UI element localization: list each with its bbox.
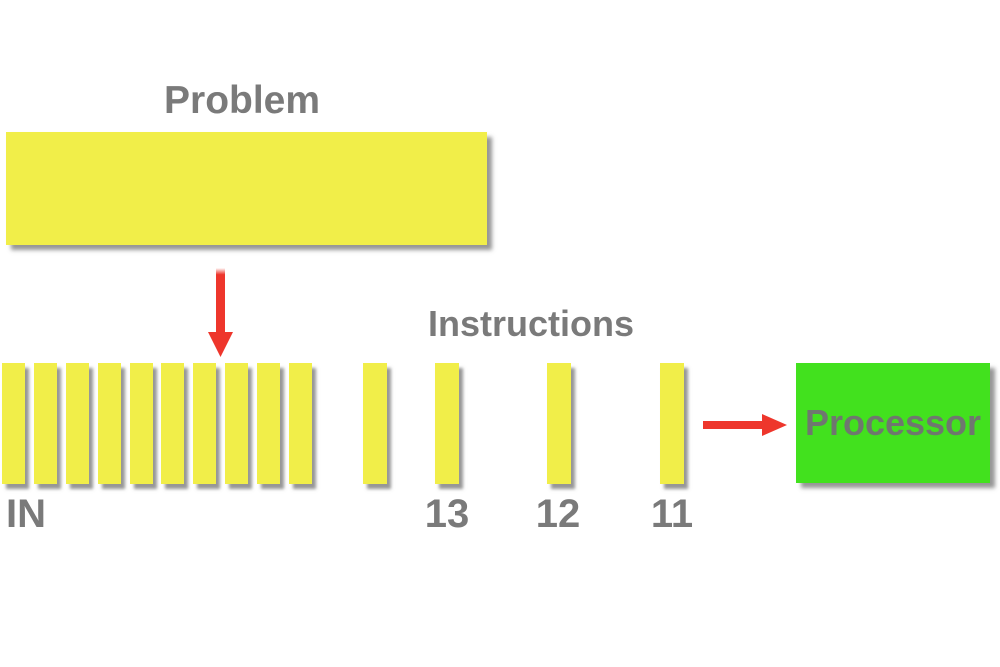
instruction-bar-11 (660, 363, 684, 484)
instruction-bar (289, 363, 312, 484)
instruction-bar (193, 363, 216, 484)
down-arrow-shape (208, 268, 233, 357)
right-arrow-icon (703, 414, 787, 436)
instruction-bar (130, 363, 153, 484)
instructions-label: Instructions (428, 303, 635, 344)
instruction-bar (257, 363, 280, 484)
problem-label: Problem (164, 79, 321, 122)
problem-box (6, 132, 487, 245)
instruction-bar (98, 363, 121, 484)
down-arrow-icon (208, 268, 233, 357)
queue-in-label: IN (6, 492, 46, 536)
instruction-bar (66, 363, 89, 484)
instruction-bar-12 (547, 363, 571, 484)
instruction-bar (225, 363, 248, 484)
processor-label: Processor (804, 402, 982, 443)
instruction-bar (2, 363, 25, 484)
instruction-bar (34, 363, 57, 484)
instruction-number-label-12: 12 (535, 492, 581, 536)
instruction-bar-13 (435, 363, 459, 484)
instruction-number-label-11: 11 (650, 492, 694, 536)
down-arrow-fade (216, 268, 225, 298)
processor-box: Processor (796, 363, 990, 483)
instruction-number-label-13: 13 (424, 492, 470, 536)
right-arrow-shape (703, 414, 787, 436)
instruction-bar (161, 363, 184, 484)
instruction-bar (363, 363, 387, 484)
